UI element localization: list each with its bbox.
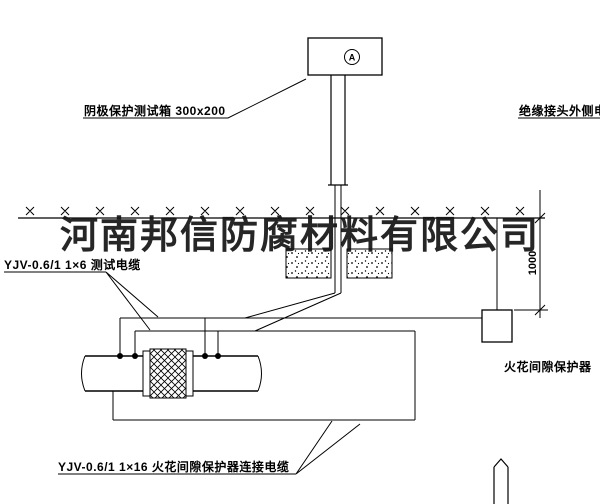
connection-cable-label-leader bbox=[58, 420, 361, 475]
weld-dot bbox=[215, 353, 221, 359]
concrete-block-right bbox=[346, 248, 393, 279]
pipe-break-ends bbox=[81, 355, 262, 392]
concrete-blocks bbox=[285, 248, 393, 279]
meter-circle bbox=[344, 49, 360, 65]
spark-gap-connection-cable bbox=[112, 331, 416, 421]
cable-drops-to-pipe bbox=[119, 318, 219, 356]
conduit-lower bbox=[334, 185, 342, 293]
ground-grade-symbols bbox=[25, 206, 525, 216]
cathodic-test-box: A bbox=[307, 37, 383, 76]
cable-weld-dots bbox=[117, 353, 221, 359]
spark-gap-protector-box bbox=[481, 309, 513, 343]
joint-flange-left bbox=[142, 350, 151, 397]
label-connection-cable: YJV-0.6/1 1×16 火花间隙保护器连接电缆 bbox=[58, 460, 290, 474]
meter-letter: A bbox=[349, 53, 356, 63]
joint-flange-right bbox=[185, 350, 194, 397]
weld-dot bbox=[132, 353, 138, 359]
label-spark-gap-protector: 火花间隙保护器 bbox=[504, 360, 592, 374]
depth-dimension bbox=[514, 190, 548, 318]
cable-lines bbox=[112, 218, 498, 421]
weld-dot bbox=[202, 353, 208, 359]
dimension-label: 1000 bbox=[527, 250, 539, 276]
label-test-box: 阴极保护测试箱 300x200 bbox=[84, 104, 226, 118]
cable-to-conduit bbox=[244, 292, 342, 332]
weld-dot bbox=[117, 353, 123, 359]
pipe-stub-symbol bbox=[493, 458, 509, 504]
label-outer-cable: 绝缘接头外侧电缆 bbox=[519, 104, 600, 118]
joint-hatch bbox=[149, 348, 187, 399]
conduit-riser bbox=[328, 75, 348, 293]
conduit-upper bbox=[328, 75, 348, 186]
concrete-block-left bbox=[285, 248, 332, 279]
insulating-joint bbox=[142, 348, 194, 399]
test-box-label-leader bbox=[83, 78, 307, 119]
label-test-cable: YJV-0.6/1 1×6 测试电缆 bbox=[4, 258, 141, 272]
test-cable-label-leader bbox=[4, 271, 159, 331]
